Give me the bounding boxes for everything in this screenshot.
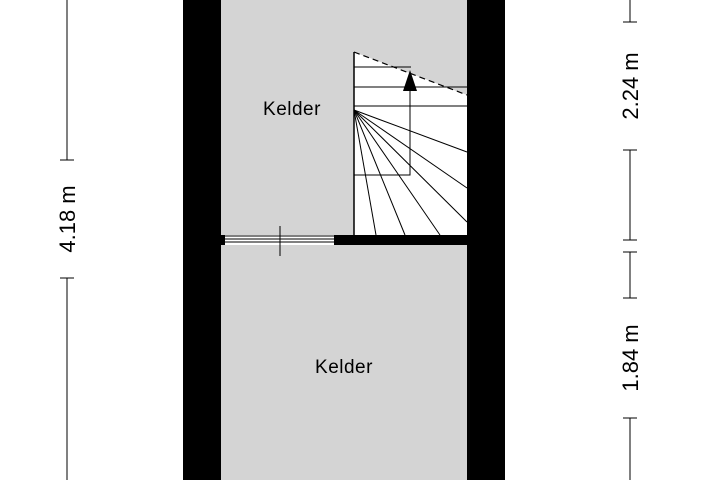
dimension-label-right-top: 2.24 m <box>618 52 643 119</box>
room-label-lower: Kelder <box>315 357 373 378</box>
room-label-upper: Kelder <box>263 99 321 120</box>
wall-right <box>467 0 505 480</box>
door-opening-icon <box>225 226 334 256</box>
wall-middle <box>334 235 468 245</box>
wall-stub <box>220 235 225 245</box>
dimension-line-right <box>623 0 637 480</box>
dimension-label-left: 4.18 m <box>55 185 80 252</box>
staircase-icon <box>353 51 468 236</box>
wall-left <box>183 0 221 480</box>
floor-lower-room <box>220 245 468 480</box>
dimension-line-left <box>60 0 74 480</box>
dimension-label-right-bottom: 1.84 m <box>618 324 643 391</box>
stair-direction-arrow-icon <box>403 70 417 91</box>
